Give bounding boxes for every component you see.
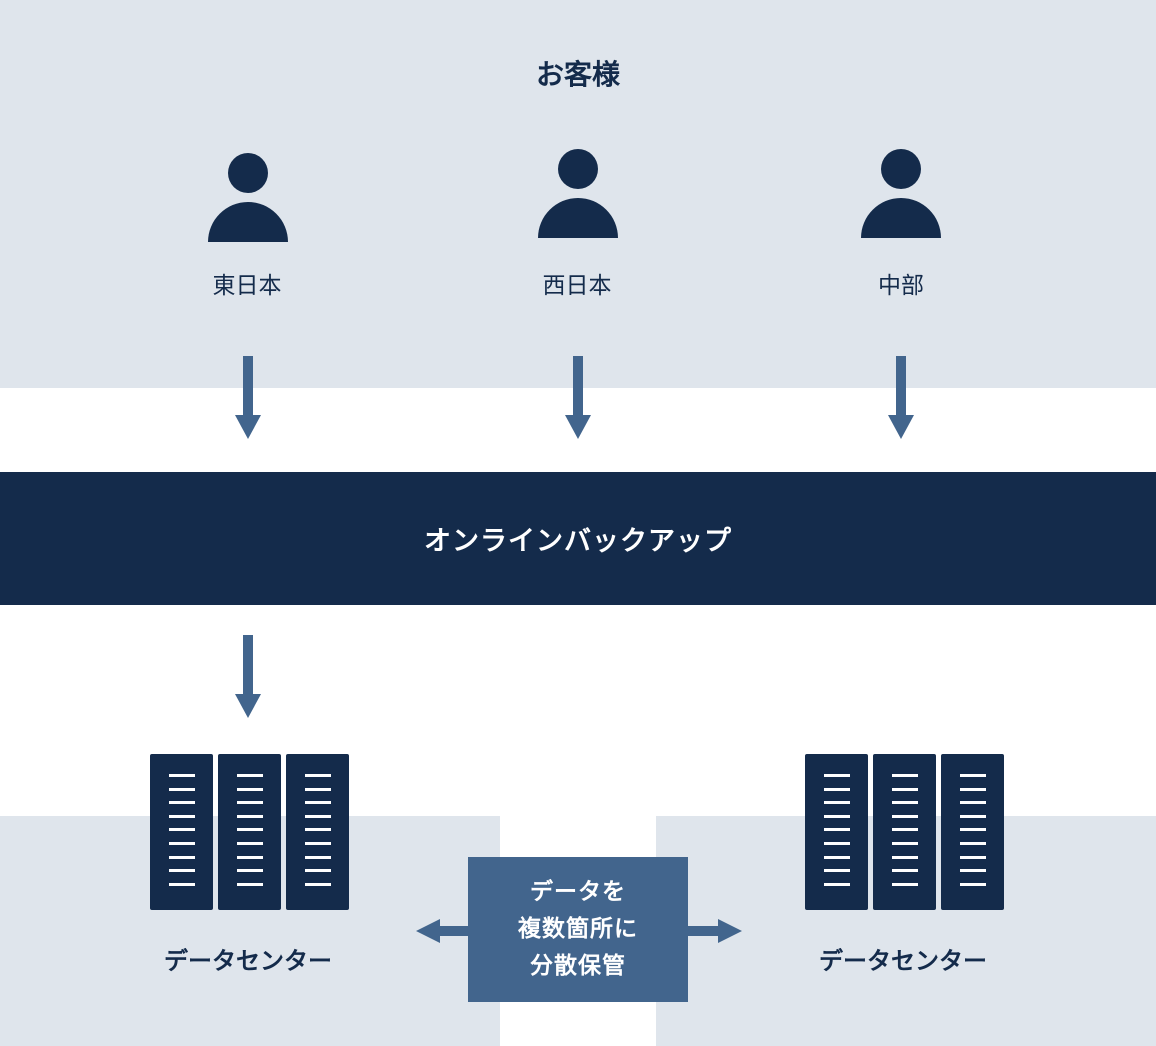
person-head (881, 149, 921, 189)
rack-slot (960, 869, 986, 873)
rack-slot (237, 828, 263, 832)
datacenter-label-right: データセンター (819, 947, 987, 975)
rack-slot (169, 774, 195, 777)
server-rack-icon (150, 754, 350, 910)
customers-title: お客様 (535, 58, 620, 91)
rack-slot (237, 855, 263, 859)
person-head (228, 153, 268, 193)
online-backup-band: オンラインバックアップ (0, 472, 1156, 605)
person-body (208, 202, 288, 242)
rack-slot (169, 855, 195, 859)
rack-slot (237, 842, 263, 845)
rack-slot (305, 814, 331, 818)
rack-unit (873, 754, 936, 910)
rack-slot (169, 842, 195, 845)
rack-slot (305, 774, 331, 777)
rack-slot (960, 801, 986, 805)
rack-slot (237, 882, 263, 886)
online-backup-label: オンラインバックアップ (424, 526, 732, 557)
rack-slot (892, 869, 918, 873)
rack-slot (169, 828, 195, 832)
rack-slot (824, 801, 850, 805)
rack-slot (892, 828, 918, 832)
person-icon (537, 149, 619, 241)
distribution-line-2: 複数箇所に (518, 916, 638, 942)
rack-slot (824, 828, 850, 832)
rack-slot (305, 787, 331, 791)
person-body (861, 198, 941, 238)
rack-slot (824, 842, 850, 845)
distribution-line-3: 分散保管 (530, 953, 626, 979)
rack-slot (892, 774, 918, 777)
rack-slot (824, 869, 850, 873)
person-icon (860, 149, 942, 241)
person-body (538, 198, 618, 238)
rack-slot (892, 787, 918, 791)
arrow-down-icon (235, 356, 261, 439)
rack-slot (305, 801, 331, 805)
region-label-chubu: 中部 (878, 273, 924, 299)
arrow-right-icon (688, 919, 742, 943)
datacenter-label-left: データセンター (164, 947, 332, 975)
rack-slot (305, 828, 331, 832)
region-label-east: 東日本 (212, 273, 282, 299)
rack-slot (237, 869, 263, 873)
rack-slot (960, 774, 986, 777)
person-head (558, 149, 598, 189)
arrow-left-icon (416, 919, 468, 943)
rack-slot (960, 787, 986, 791)
rack-slot (960, 855, 986, 859)
rack-slot (237, 774, 263, 777)
arrow-down-icon (888, 356, 914, 439)
rack-slot (892, 855, 918, 859)
rack-slot (960, 828, 986, 832)
region-label-west: 西日本 (542, 273, 612, 299)
rack-slot (237, 787, 263, 791)
rack-slot (169, 787, 195, 791)
rack-slot (824, 774, 850, 777)
rack-slot (892, 882, 918, 886)
rack-unit (805, 754, 868, 910)
rack-slot (305, 869, 331, 873)
rack-unit (286, 754, 349, 910)
rack-slot (169, 814, 195, 818)
rack-slot (892, 814, 918, 818)
arrow-down-icon (235, 635, 261, 719)
rack-slot (824, 855, 850, 859)
rack-slot (169, 801, 195, 805)
distributed-storage-box: データを 複数箇所に 分散保管 (468, 857, 688, 1002)
rack-unit (150, 754, 213, 910)
rack-slot (169, 882, 195, 886)
rack-slot (892, 801, 918, 805)
distribution-line-1: データを (530, 879, 626, 905)
rack-slot (824, 882, 850, 886)
rack-unit (941, 754, 1004, 910)
rack-slot (824, 814, 850, 818)
rack-slot (305, 882, 331, 886)
rack-slot (892, 842, 918, 845)
rack-slot (305, 855, 331, 859)
person-icon (207, 153, 289, 245)
rack-slot (237, 814, 263, 818)
arrow-down-icon (565, 356, 591, 439)
rack-slot (305, 842, 331, 845)
rack-slot (960, 842, 986, 845)
rack-unit (218, 754, 281, 910)
rack-slot (960, 882, 986, 886)
rack-slot (960, 814, 986, 818)
rack-slot (169, 869, 195, 873)
rack-slot (237, 801, 263, 805)
server-rack-icon (805, 754, 1005, 910)
customers-panel (0, 0, 1156, 388)
rack-slot (824, 787, 850, 791)
